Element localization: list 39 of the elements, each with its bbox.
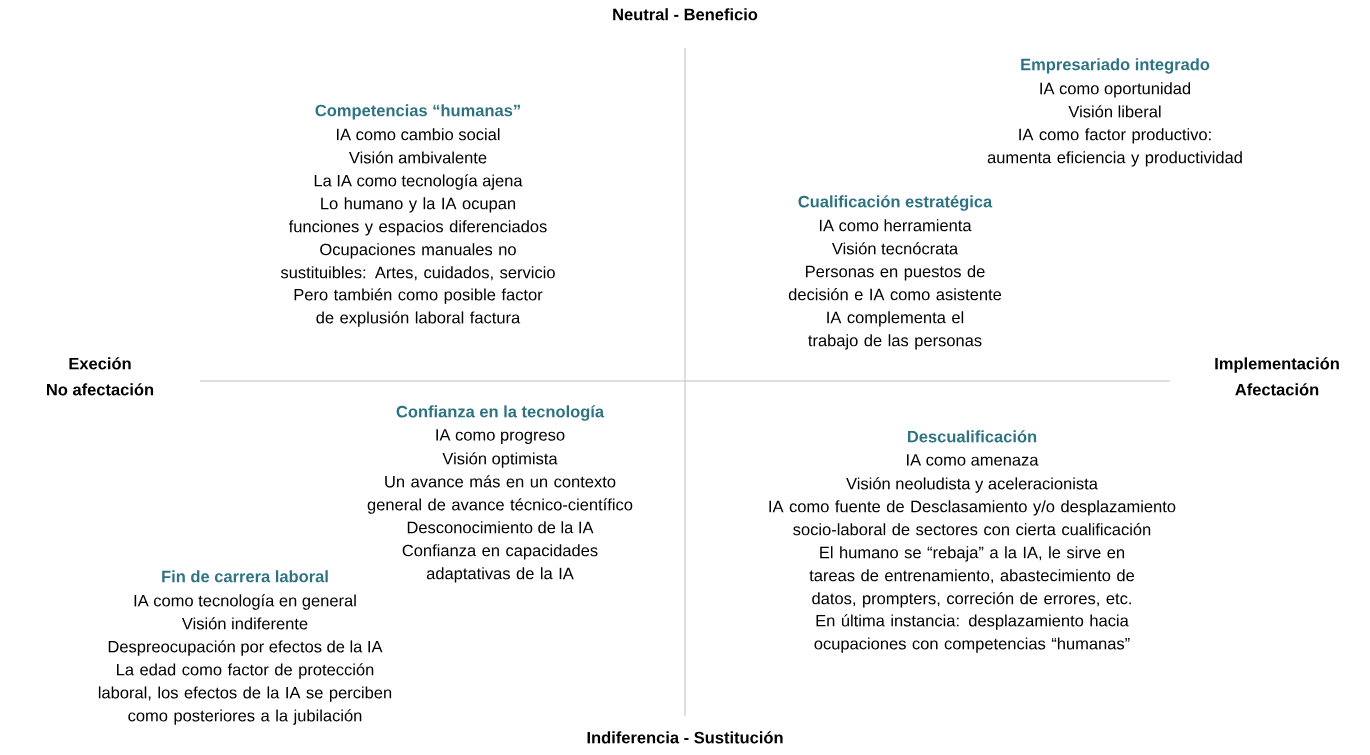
description-text: La IA como tecnología ajena	[314, 174, 523, 190]
description-text: Un avance más en un contexto general de avance técnico-científico	[367, 475, 633, 514]
axis-label: Execión	[69, 357, 131, 370]
description-text: IA como progreso	[436, 429, 565, 444]
description-text: Visión ambivalente	[349, 151, 487, 164]
description-text: IA como fuente de Desclasamiento y/o desplazamiento socio-laboral de sectores con cierta cualificación	[769, 500, 1176, 536]
description-text: Visión liberal	[1068, 105, 1161, 118]
description-text: El humano se “rebaja” a la IA, le sirve en tareas de entrenamiento, abastecimiento de datos, prompters, correción de errores, etc.	[809, 546, 1135, 608]
description-text: IA como herramienta	[819, 219, 972, 232]
description-text: Lo humano y la IA ocupan funciones y espacios diferenciados	[288, 197, 547, 236]
description-text: IA como oportunidad	[1040, 82, 1191, 98]
quadrant-heading: Descualificación	[908, 430, 1037, 443]
description-text: En última instancia: desplazamiento hacia ocupaciones con competencias “humanas”	[814, 614, 1130, 653]
axis-label: Afectación	[1235, 383, 1319, 396]
description-text: Ocupaciones manuales no sustituibles: Artes, cuidados, servicio	[280, 243, 555, 281]
quadrant-heading: Fin de carrera laboral	[162, 570, 328, 583]
description-text: Pero también como posible factor de explusión laboral factura	[294, 288, 543, 327]
axis-label: Implementación	[1215, 357, 1339, 373]
quadrant-heading: Confianza en la tecnología	[396, 405, 605, 421]
description-text: Personas en puestos de decisión e IA como asistente	[788, 265, 1002, 301]
quadrant-heading: Cualificación estratégica	[798, 195, 993, 211]
description-text: Confianza en capacidades adaptativas de la IA	[402, 544, 598, 583]
axis-label: Indiferencia - Sustitución	[587, 731, 783, 744]
description-text: Visión neoludista y aceleracionista	[846, 477, 1098, 493]
description-text: Visión indiferente	[181, 617, 308, 630]
description-text: IA complementa el trabajo de las personas	[808, 311, 982, 350]
description-text: IA como factor productivo: aumenta eficiencia y productividad	[987, 128, 1242, 167]
description-text: La edad como factor de protección laboral, los efectos de la IA se perciben como posteriores a la jubilación	[98, 663, 392, 725]
description-text: Visión optimista	[442, 452, 558, 468]
description-text: IA como tecnología en general	[134, 594, 356, 610]
axis-label: Neutral - Beneficio	[613, 8, 758, 21]
description-text: Despreocupación por efectos de la IA	[108, 640, 383, 656]
quadrant-heading: Empresariado integrado	[1021, 58, 1210, 74]
description-text: Desconocimiento de la IA	[407, 521, 594, 534]
description-text: IA como amenaza	[907, 454, 1039, 466]
description-text: Visión tecnócrata	[831, 242, 959, 255]
description-text: IA como cambio social	[337, 128, 500, 141]
axis-label: No afectación	[47, 383, 154, 396]
quadrant-heading: Competencias “humanas”	[315, 104, 520, 120]
